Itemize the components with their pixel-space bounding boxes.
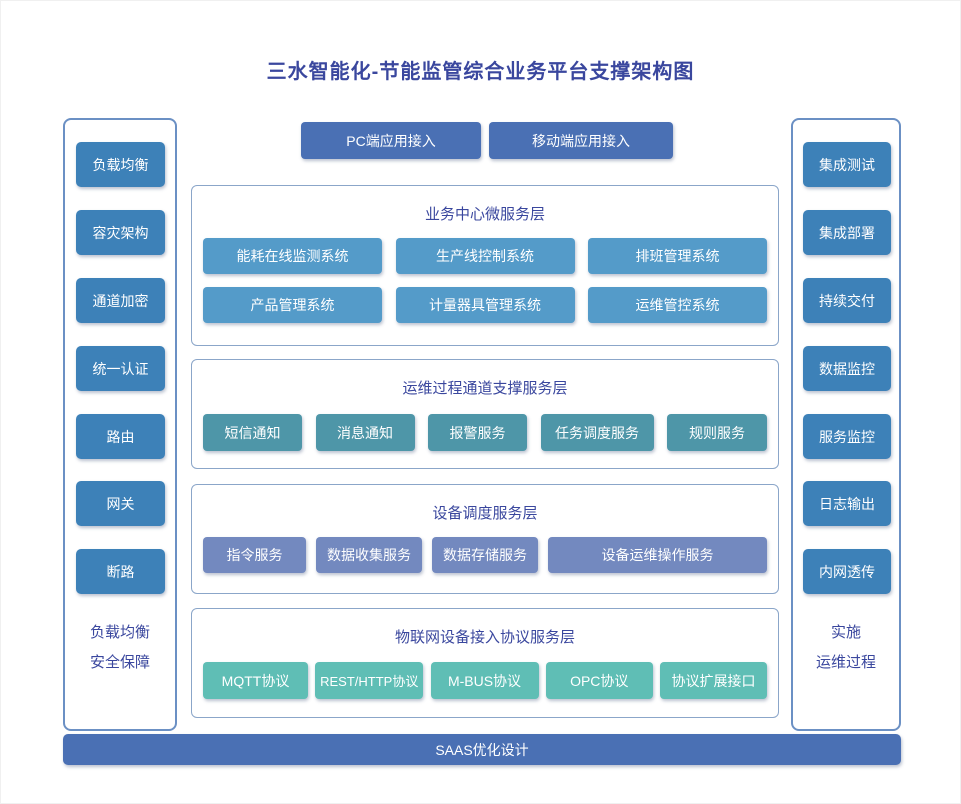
- layer-box: REST/HTTP协议: [315, 662, 424, 699]
- layer-business-microservices: 业务中心微服务层 能耗在线监测系统 生产线控制系统 排班管理系统 产品管理系统 …: [191, 185, 779, 346]
- layer-box: 报警服务: [428, 414, 527, 451]
- layer-box: 数据存储服务: [432, 537, 538, 573]
- layer-title: 业务中心微服务层: [424, 206, 545, 223]
- layer-box: 计量器具管理系统: [395, 287, 575, 323]
- right-panel-item: 持续交付: [803, 278, 891, 323]
- left-panel-caption-line: 安全保障: [89, 654, 150, 671]
- right-panel-caption: 实施 运维过程: [793, 618, 899, 678]
- left-panel-caption: 负载均衡 安全保障: [65, 618, 175, 678]
- layer-box: 运维管控系统: [588, 287, 767, 323]
- layer-box: 生产线控制系统: [395, 238, 575, 274]
- layer-box: 设备运维操作服务: [548, 537, 767, 573]
- layer-box: OPC协议: [545, 662, 653, 699]
- layer-ops-channel-support: 运维过程通道支撑服务层 短信通知 消息通知 报警服务 任务调度服务 规则服务: [191, 359, 779, 469]
- right-panel-item: 集成部署: [803, 210, 891, 255]
- layer-box: 排班管理系统: [588, 238, 767, 274]
- right-panel-item: 集成测试: [803, 142, 891, 187]
- layer-box: 协议扩展接口: [660, 662, 767, 699]
- layer-title: 物联网设备接入协议服务层: [394, 629, 575, 646]
- layer-box: 产品管理系统: [203, 287, 382, 323]
- left-panel-item: 通道加密: [76, 278, 165, 323]
- layer-title: 运维过程通道支撑服务层: [402, 380, 568, 397]
- right-panel-item: 服务监控: [803, 414, 891, 459]
- right-panel-item: 内网透传: [803, 549, 891, 594]
- layer-box: MQTT协议: [203, 662, 308, 699]
- layer-box: 任务调度服务: [540, 414, 654, 451]
- layer-box: M-BUS协议: [430, 662, 539, 699]
- layer-device-scheduling: 设备调度服务层 指令服务 数据收集服务 数据存储服务 设备运维操作服务: [191, 484, 779, 594]
- layer-iot-protocols: 物联网设备接入协议服务层 MQTT协议 REST/HTTP协议 M-BUS协议 …: [191, 608, 779, 718]
- pc-app-access-node: PC端应用接入: [301, 122, 481, 159]
- right-panel: 集成测试 集成部署 持续交付 数据监控 服务监控 日志输出 内网透传 实施 运维…: [791, 118, 901, 731]
- layer-box: 短信通知: [203, 414, 302, 451]
- left-panel-item: 路由: [76, 414, 165, 459]
- left-panel-item: 网关: [76, 481, 165, 526]
- right-panel-item: 数据监控: [803, 346, 891, 391]
- right-panel-caption-line: 实施: [830, 624, 861, 641]
- left-panel-item: 负载均衡: [76, 142, 165, 187]
- saas-optimization-bar: SAAS优化设计: [63, 734, 901, 765]
- layer-title: 设备调度服务层: [432, 505, 538, 522]
- page-title: 三水智能化-节能监管综合业务平台支撑架构图: [266, 61, 695, 83]
- mobile-app-access-node: 移动端应用接入: [489, 122, 673, 159]
- layer-box: 能耗在线监测系统: [203, 238, 382, 274]
- left-panel-item: 统一认证: [76, 346, 165, 391]
- left-panel: 负载均衡 容灾架构 通道加密 统一认证 路由 网关 断路 负载均衡 安全保障: [63, 118, 177, 731]
- right-panel-item: 日志输出: [803, 481, 891, 526]
- layer-box: 规则服务: [667, 414, 767, 451]
- left-panel-item: 容灾架构: [76, 210, 165, 255]
- layer-box: 数据收集服务: [316, 537, 422, 573]
- layer-box: 消息通知: [315, 414, 415, 451]
- layer-box: 指令服务: [203, 537, 306, 573]
- right-panel-caption-line: 运维过程: [815, 654, 876, 671]
- left-panel-caption-line: 负载均衡: [89, 624, 150, 641]
- left-panel-item: 断路: [76, 549, 165, 594]
